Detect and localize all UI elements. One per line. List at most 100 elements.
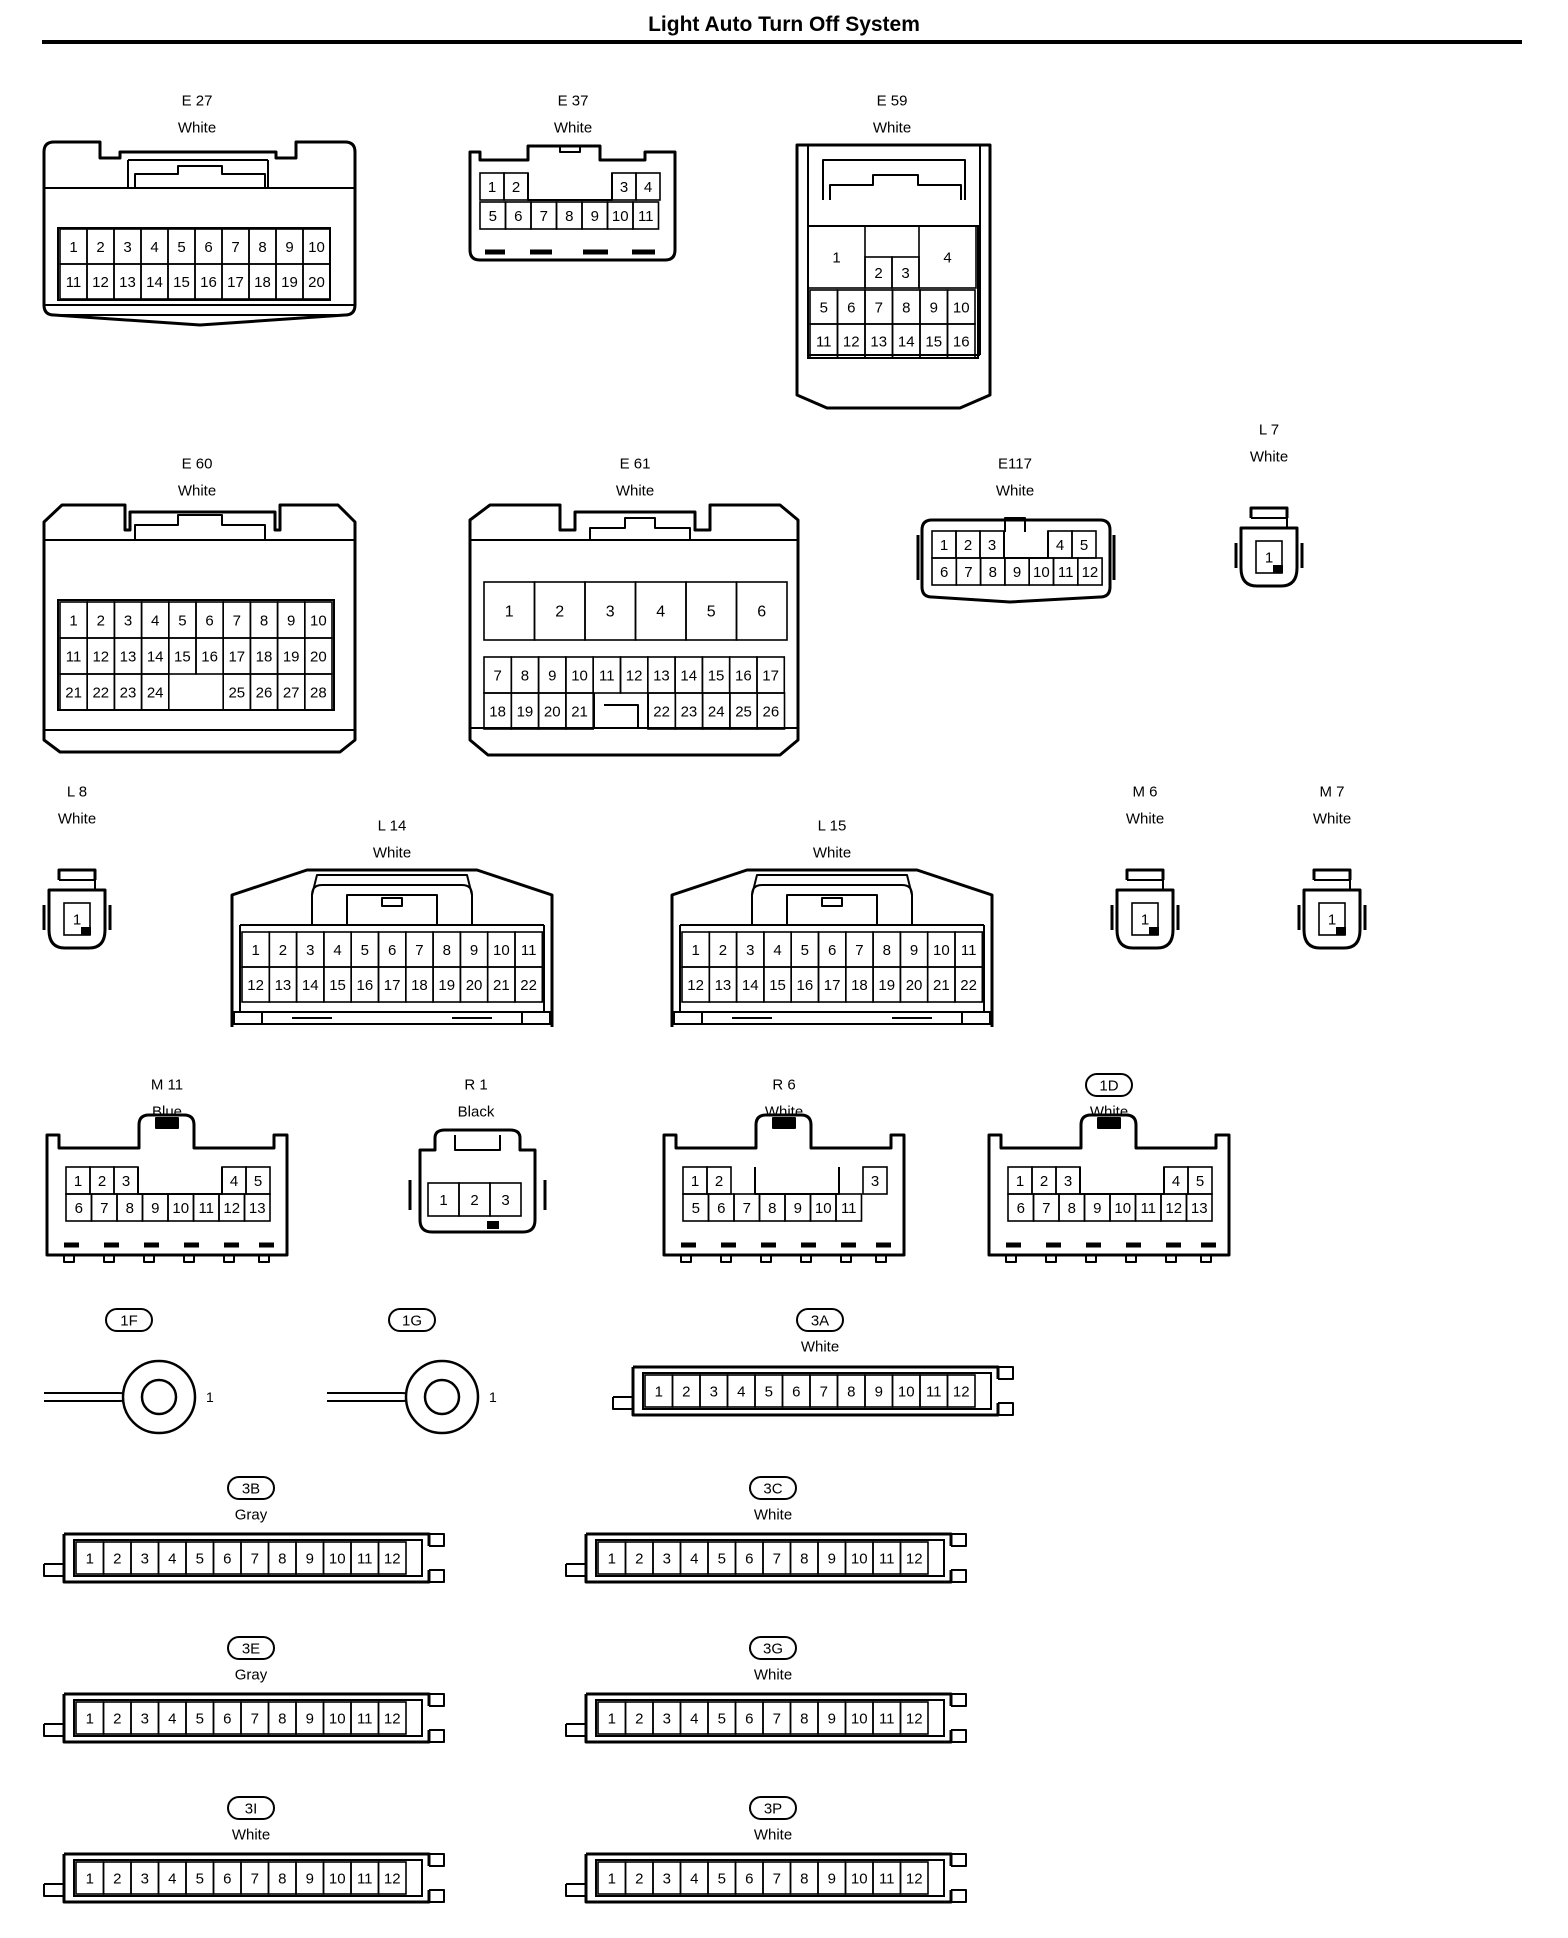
pin: 2 [268, 931, 298, 968]
pin: 3 [113, 601, 143, 639]
pin: 9 [295, 1541, 325, 1575]
pin-number: 7 [233, 613, 241, 630]
pin: 2 [1031, 1166, 1057, 1195]
pin-number: 6 [388, 942, 396, 959]
pin: 5 [185, 1861, 215, 1895]
pin-cell [140, 673, 170, 711]
pin-number: 4 [1172, 1173, 1180, 1190]
pin-cell [899, 1861, 929, 1895]
pin-number: 13 [275, 977, 292, 994]
pin-number: 6 [745, 1871, 753, 1888]
connector-code-badge [1085, 1073, 1133, 1097]
pin: 15 [168, 637, 197, 675]
pin: 3 [130, 1541, 160, 1575]
latch [1314, 879, 1351, 890]
pin: 11 [1052, 557, 1079, 586]
pin-number: 3 [306, 942, 314, 959]
pin: 17 [221, 263, 250, 300]
pin: 8 [1058, 1193, 1086, 1222]
connector-code: L 7 [1259, 422, 1279, 439]
pin: 10 [891, 1374, 921, 1408]
pin: 11 [1134, 1193, 1162, 1222]
latch [829, 174, 962, 200]
pin-number: 8 [768, 1200, 776, 1217]
ring-hole [140, 1378, 178, 1416]
housing-detail [311, 874, 473, 896]
pin-number: 5 [1080, 537, 1088, 554]
pin-number: 20 [906, 977, 923, 994]
pin: 2 [708, 931, 738, 968]
pin: 21 [565, 692, 595, 730]
pin: 3 [611, 172, 637, 201]
pin-number: 6 [745, 1551, 753, 1568]
pin-number: 18 [489, 704, 506, 721]
pin: 13 [113, 637, 143, 675]
strip-end-tabs [951, 1533, 967, 1583]
pin-number: 3 [988, 537, 996, 554]
pin: 6 [504, 201, 532, 230]
terminal-1f: 1F1 [44, 1308, 214, 1435]
strip-stub [43, 1723, 64, 1737]
connector-housing [1239, 506, 1299, 588]
pin: 6 [734, 1541, 764, 1575]
pin: 16 [195, 637, 225, 675]
pin-number: 9 [930, 300, 938, 317]
pin: 1 [807, 225, 866, 289]
pin-number: 2 [1040, 1173, 1048, 1190]
pin: 8 [979, 557, 1006, 586]
pin-number: 18 [411, 977, 428, 994]
strip-end-tabs [429, 1693, 445, 1743]
pin: 20 [302, 263, 331, 300]
pin-number: 7 [820, 1384, 828, 1401]
pin: 21 [926, 966, 956, 1003]
pin-number: 1 [439, 1192, 447, 1209]
pin: 5 [167, 228, 196, 265]
pin-number: 2 [715, 1173, 723, 1190]
pin: 18 [249, 637, 279, 675]
connector-code: 1F [120, 1313, 138, 1330]
pin-block [595, 1859, 945, 1897]
pin: 9 [864, 1374, 894, 1408]
pin-number: 12 [906, 1711, 923, 1728]
pin: 2 [624, 1541, 654, 1575]
pin-number: 5 [692, 1200, 700, 1217]
pin: 9 [817, 1861, 847, 1895]
pin-number: 8 [565, 208, 573, 225]
connector-code-badge [749, 1796, 797, 1820]
latch [454, 1135, 501, 1151]
pin: 10 [1028, 557, 1055, 586]
pin-number: 8 [278, 1871, 286, 1888]
pin-number: 5 [718, 1551, 726, 1568]
pin: 6 [212, 1541, 242, 1575]
pin: 5 [479, 201, 507, 230]
pin-number: 14 [147, 649, 164, 666]
pin-number: 19 [878, 977, 895, 994]
connector-housing [670, 868, 994, 1027]
connector-housing [230, 868, 554, 1027]
pin: 8 [267, 1701, 297, 1735]
pin-number: 2 [470, 1192, 478, 1209]
connector-code: L 15 [818, 818, 847, 835]
pin: 8 [872, 931, 902, 968]
pin-block [73, 1699, 423, 1737]
pin-number: 3 [124, 613, 132, 630]
pin-number: 12 [384, 1711, 401, 1728]
pin: 22 [647, 692, 677, 730]
pin: 4 [140, 601, 170, 639]
pin: 3 [652, 1701, 682, 1735]
pin: 9 [275, 228, 304, 265]
pin: 6 [195, 601, 225, 639]
pin-number: 11 [198, 1200, 214, 1217]
pin-number: 12 [384, 1871, 401, 1888]
pin-number: 26 [763, 704, 780, 721]
pin: 14 [295, 966, 325, 1003]
pin-number: 10 [851, 1871, 868, 1888]
pin: 1 [681, 931, 711, 968]
pin-number: 12 [843, 334, 860, 351]
pin: 4 [157, 1541, 187, 1575]
pin-number: 3 [141, 1871, 149, 1888]
pin: 11 [809, 323, 839, 359]
